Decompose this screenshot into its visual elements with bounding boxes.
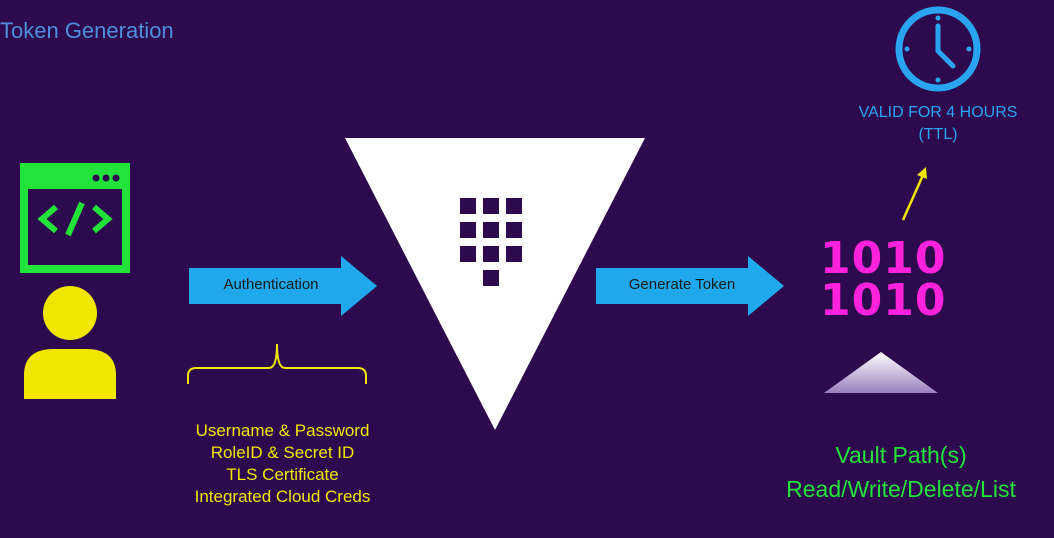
ttl-text: VALID FOR 4 HOURS (TTL) bbox=[832, 102, 1044, 146]
auth-method-item: Username & Password bbox=[195, 421, 370, 440]
clock-icon bbox=[895, 6, 981, 92]
vault-triangle-icon bbox=[345, 138, 645, 430]
vault-grid-icon bbox=[460, 198, 522, 286]
auth-methods-brace bbox=[187, 343, 367, 384]
token-light-beam bbox=[824, 352, 938, 393]
generate-token-arrow-label: Generate Token bbox=[628, 276, 736, 293]
user-icon bbox=[24, 286, 116, 399]
binary-token-icon: 1010 1010 bbox=[820, 233, 950, 326]
page-title: Token Generation bbox=[0, 18, 174, 43]
token-line: 1010 bbox=[820, 275, 947, 326]
ttl-pointer-arrow bbox=[901, 167, 927, 221]
code-window-icon bbox=[20, 163, 130, 273]
ttl-line: VALID FOR 4 HOURS bbox=[858, 104, 1018, 121]
vault-path-line: Vault Path(s) bbox=[835, 442, 967, 468]
generate-token-arrow bbox=[596, 256, 784, 316]
vault-path-text: Vault Path(s) Read/Write/Delete/List bbox=[748, 438, 1054, 506]
auth-method-item: RoleID & Secret ID bbox=[210, 443, 355, 462]
token-line: 1010 bbox=[820, 233, 947, 284]
authentication-arrow bbox=[189, 256, 377, 316]
ttl-line: (TTL) bbox=[918, 126, 958, 143]
auth-method-item: Integrated Cloud Creds bbox=[194, 487, 371, 506]
auth-method-item: TLS Certificate bbox=[226, 465, 339, 484]
authentication-arrow-label: Authentication bbox=[223, 276, 319, 293]
vault-path-line: Read/Write/Delete/List bbox=[786, 476, 1016, 502]
auth-methods-list: Username & Password RoleID & Secret ID T… bbox=[150, 420, 415, 508]
